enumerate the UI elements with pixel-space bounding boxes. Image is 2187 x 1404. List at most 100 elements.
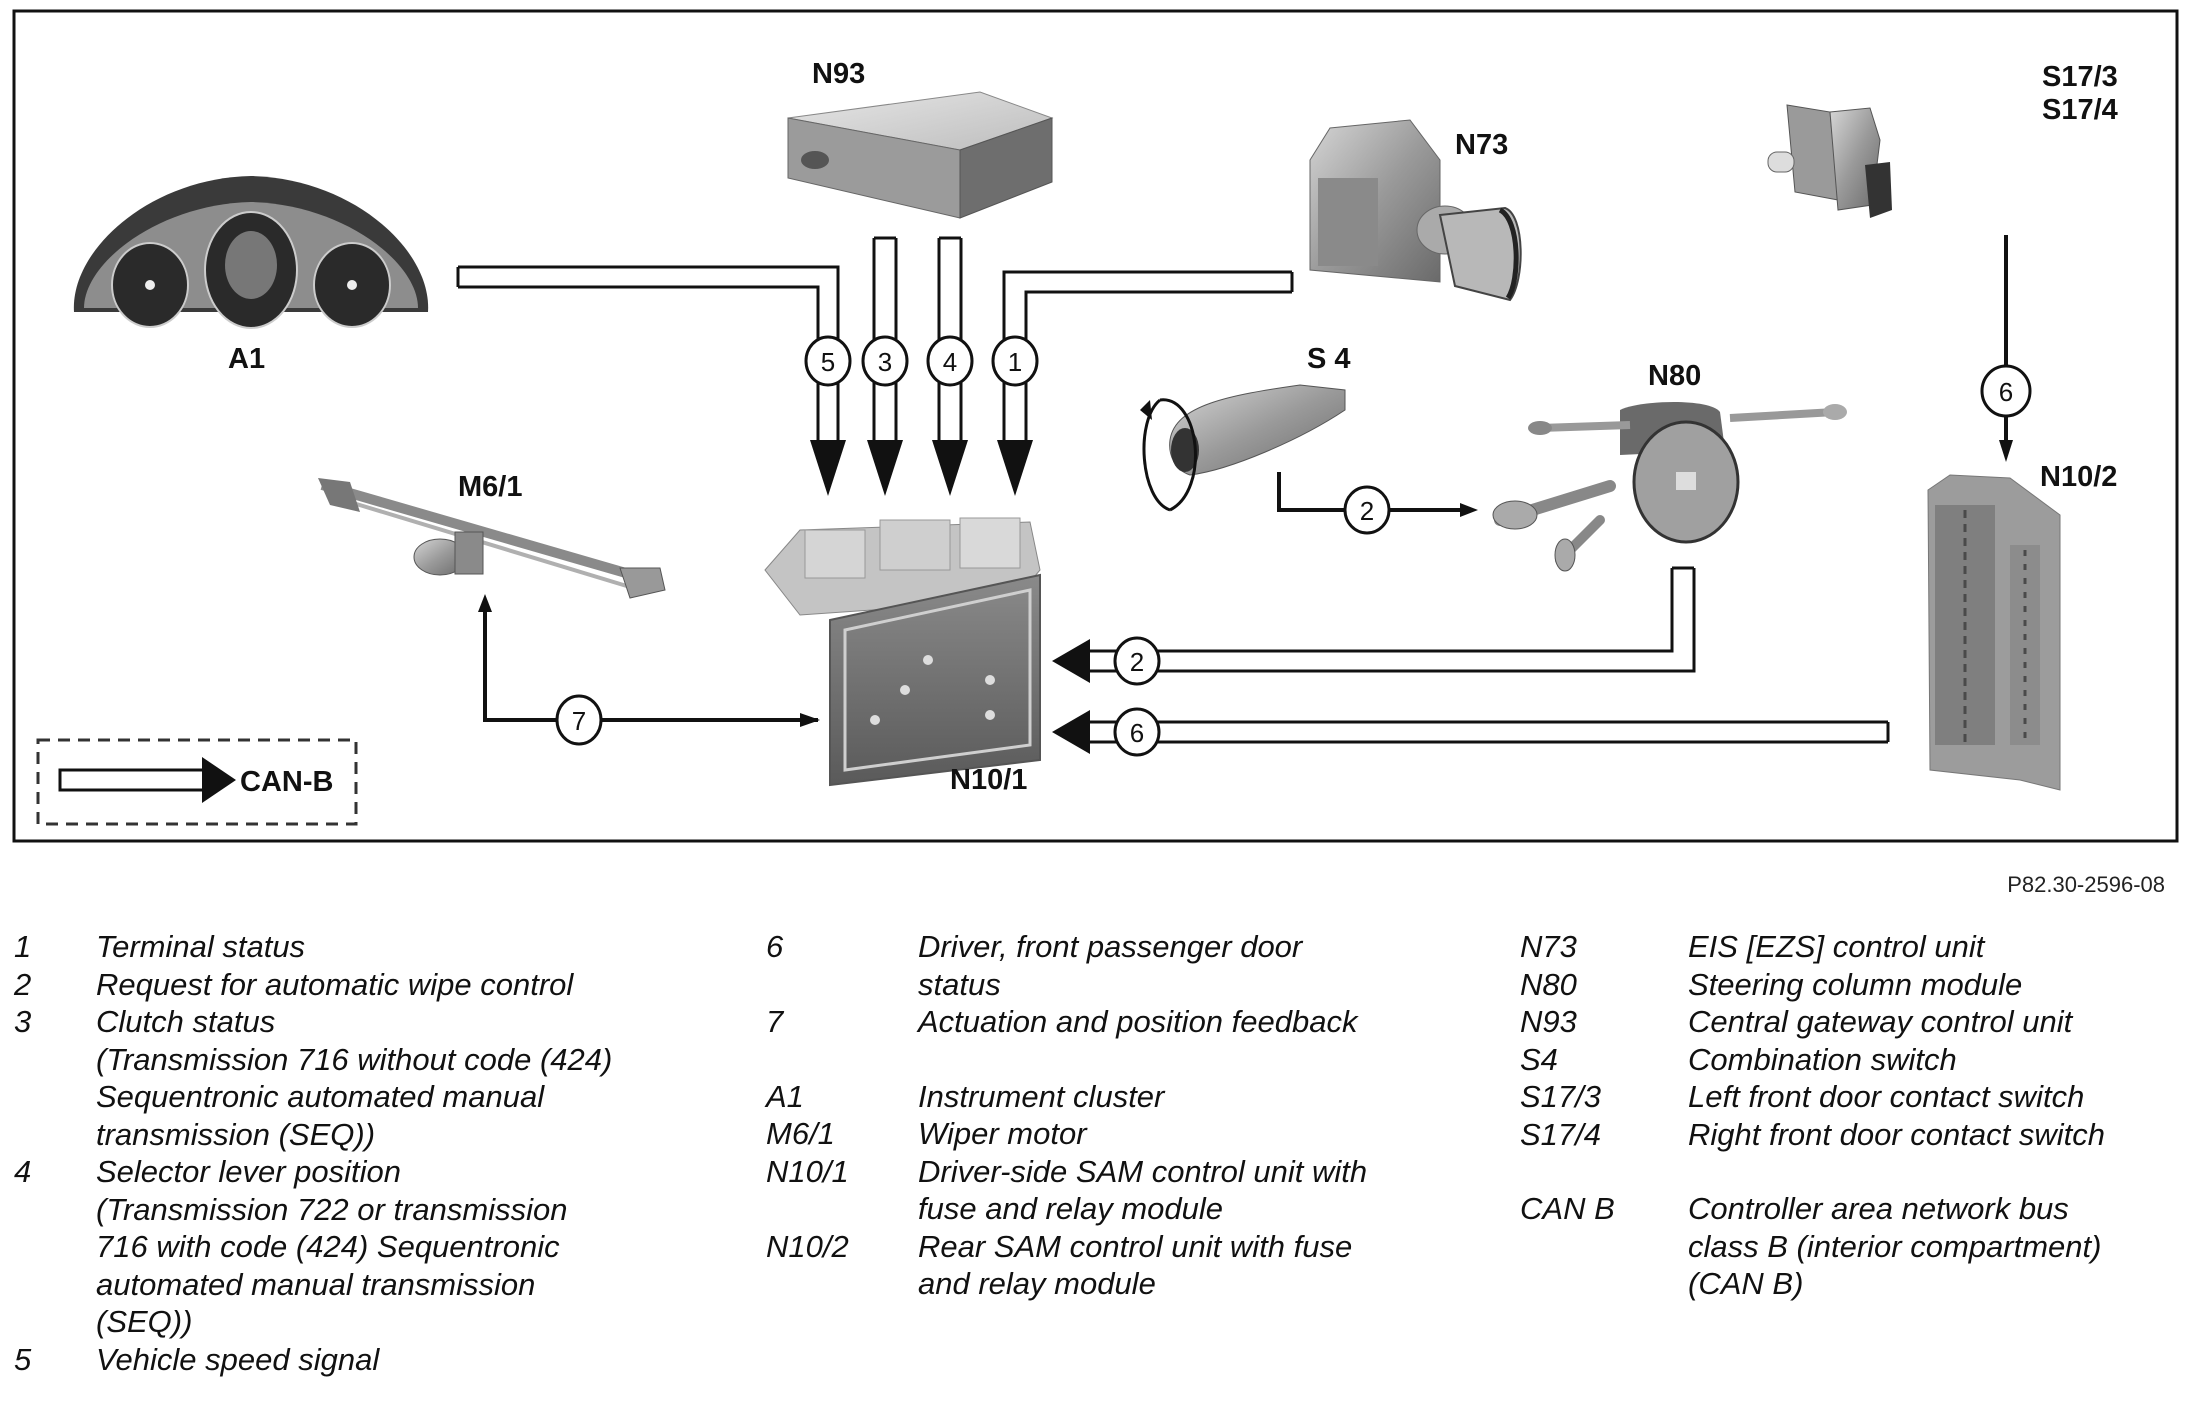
arrowhead-7-to-n10-1 — [800, 713, 820, 727]
arrowhead-4 — [932, 440, 968, 496]
legend-description: Wiper motor — [918, 1116, 1087, 1151]
svg-text:2: 2 — [1130, 647, 1144, 677]
legend-description: Selector lever position (Transmission 72… — [96, 1154, 568, 1339]
legend-key: S17/4 — [1520, 1116, 1602, 1152]
label-s4: S 4 — [1307, 343, 1351, 375]
legend-description: Steering column module — [1688, 966, 2023, 1002]
label-n73: N73 — [1455, 129, 1508, 161]
rear-sam-icon — [1927, 474, 2061, 791]
arrowhead-2-to-n80 — [1460, 503, 1478, 517]
badge-5: 5 — [804, 335, 852, 387]
legend-key: S17/3 — [1520, 1079, 1602, 1114]
legend-key: N73 — [1520, 929, 1577, 964]
badge-4: 4 — [926, 335, 974, 387]
legend-item: 4 Selector lever position (Transmission 7… — [14, 1153, 734, 1341]
legend-description: Vehicle speed signal — [96, 1341, 380, 1377]
svg-text:1: 1 — [1008, 347, 1022, 377]
legend-item: N93 Central gateway control unit — [1520, 1003, 2180, 1041]
badge-2-s4: 2 — [1343, 485, 1391, 535]
badge-2-n80: 2 — [1113, 636, 1161, 686]
legend-item: S4 Combination switch — [1520, 1041, 2180, 1079]
steering-column-module-icon — [1492, 402, 1847, 572]
ignition-switch-icon — [1309, 119, 1522, 302]
door-contact-switch-icon — [1767, 104, 1892, 218]
label-s17-3: S17/3 — [2042, 61, 2118, 93]
label-n93: N93 — [812, 58, 865, 90]
legend-key: N80 — [1520, 966, 1577, 1002]
legend-description: Controller area network bus class B (int… — [1688, 1191, 2102, 1301]
label-n10-2: N10/2 — [2040, 461, 2117, 493]
legend-key: 1 — [14, 929, 32, 964]
arrowhead-7-to-m6-1 — [478, 594, 492, 612]
svg-text:7: 7 — [572, 706, 586, 736]
legend-description: Driver-side SAM control unit with fuse a… — [918, 1153, 1368, 1227]
svg-text:6: 6 — [1130, 718, 1144, 748]
legend-key: N10/2 — [766, 1228, 849, 1264]
svg-text:6: 6 — [1999, 377, 2013, 407]
legend-key: S4 — [1520, 1041, 1558, 1077]
legend-key: N10/1 — [766, 1153, 849, 1189]
svg-text:4: 4 — [943, 347, 957, 377]
can-b-arrowheads — [810, 440, 1090, 754]
legend-item: S17/4 Right front door contact switch — [1520, 1116, 2180, 1154]
label-m6-1: M6/1 — [458, 471, 522, 503]
legend-key: N93 — [1520, 1004, 1577, 1039]
legend-description: Actuation and position feedback — [918, 1004, 1358, 1039]
legend-description: Central gateway control unit — [1688, 1004, 2073, 1039]
central-gateway-icon — [787, 91, 1054, 219]
arrowhead-5 — [810, 440, 846, 496]
arrowhead-6-to-n10-2 — [1999, 440, 2013, 462]
label-n10-1: N10/1 — [950, 764, 1027, 796]
legend-description: Combination switch — [1688, 1041, 1957, 1077]
svg-text:5: 5 — [821, 347, 835, 377]
can-b-key: CAN-B — [36, 738, 358, 826]
legend-key: 3 — [14, 1004, 32, 1039]
legend-key: M6/1 — [766, 1116, 835, 1151]
can-b-key-label: CAN-B — [240, 766, 333, 798]
legend-item: 1 Terminal status — [14, 928, 734, 966]
diagram-frame — [12, 9, 2179, 843]
legend-description: Terminal status — [96, 929, 306, 964]
legend-key: 6 — [766, 929, 784, 964]
legend-item: N10/1 Driver-side SAM control unit with f… — [766, 1153, 1486, 1228]
legend-description: Request for automatic wipe control — [96, 966, 574, 1002]
legend-description: Left front door contact switch — [1688, 1079, 2085, 1114]
driver-sam-icon — [764, 517, 1041, 787]
direct-lines — [483, 235, 2008, 722]
badge-7: 7 — [555, 694, 603, 746]
legend-key: 4 — [14, 1154, 32, 1189]
legend-description: Driver, front passenger door status — [918, 929, 1303, 1002]
legend-key: A1 — [766, 1078, 804, 1114]
svg-text:2: 2 — [1360, 496, 1374, 526]
arrowhead-6-in — [1052, 710, 1090, 754]
arrowhead-1 — [997, 440, 1033, 496]
label-a1: A1 — [228, 343, 265, 375]
legend-description: Right front door contact switch — [1688, 1116, 2105, 1152]
arrowhead-2-in — [1052, 639, 1090, 683]
legend-item: N73 EIS [EZS] control unit — [1520, 928, 2180, 966]
direct-arrowheads — [478, 440, 2013, 727]
legend-key: 5 — [14, 1341, 32, 1377]
network-diagram: A1 N93 N73 S17/3 S17/4 M6/1 — [12, 9, 2179, 843]
badge-1: 1 — [991, 335, 1039, 387]
combination-switch-icon — [1140, 384, 1346, 512]
svg-text:3: 3 — [878, 347, 892, 377]
badge-3: 3 — [861, 335, 909, 387]
document-reference: P82.30-2596-08 — [2007, 872, 2165, 897]
legend-description: Rear SAM control unit with fuse and rela… — [918, 1228, 1353, 1302]
legend-spacer — [766, 1041, 1486, 1078]
legend-item: N10/2 Rear SAM control unit with fuse and… — [766, 1228, 1486, 1303]
legend-item: S17/3 Left front door contact switch — [1520, 1078, 2180, 1116]
legend-item: 5 Vehicle speed signal — [14, 1341, 734, 1379]
label-s17-4: S17/4 — [2042, 94, 2118, 126]
legend-item: M6/1 Wiper motor — [766, 1115, 1486, 1153]
legend-item: N80 Steering column module — [1520, 966, 2180, 1004]
legend-description: EIS [EZS] control unit — [1688, 929, 1985, 964]
wiper-motor-icon — [318, 478, 666, 599]
